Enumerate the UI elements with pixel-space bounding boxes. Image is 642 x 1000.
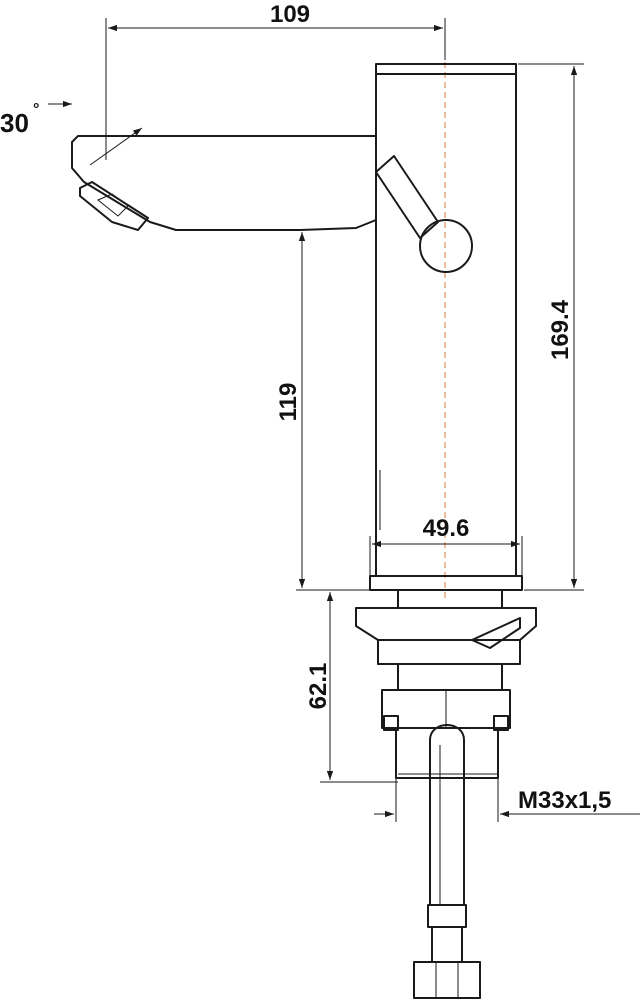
angle-unit-label: °	[33, 101, 39, 118]
mount-depth-label: 62.1	[305, 663, 332, 710]
hose-crimp	[427, 904, 467, 928]
spout-height-label: 119	[275, 383, 302, 422]
angle-leader-arc	[89, 127, 143, 166]
spout	[71, 135, 377, 231]
dimension-angle: 30 °	[0, 100, 143, 166]
faucet-body	[369, 62, 523, 600]
dimension-total-height: 169.4	[518, 63, 584, 591]
reach-label: 109	[270, 1, 310, 28]
supply-hose	[413, 724, 481, 999]
lever-knob	[419, 219, 473, 273]
dimension-mount-depth: 62.1	[305, 589, 398, 783]
angle-label: 30	[0, 108, 29, 138]
aerator	[79, 181, 149, 231]
spout-outline	[71, 135, 377, 231]
body-diameter-label: 49.6	[423, 515, 470, 542]
dimension-body-diameter: 49.6	[369, 515, 523, 576]
mount-clamp	[377, 639, 521, 665]
total-height-label: 169.4	[547, 299, 574, 360]
dimension-spout-height: 119	[275, 229, 370, 591]
mount-screw-right	[493, 715, 509, 731]
mount-nut-upper	[397, 663, 503, 691]
mount-upper-ring	[397, 589, 503, 609]
mount-thread	[395, 727, 499, 779]
mount-screw-left	[383, 715, 399, 731]
hose-fitting	[413, 961, 481, 999]
mounting-assembly	[355, 589, 537, 779]
dimension-reach: 109	[105, 1, 446, 160]
lever-handle	[375, 155, 473, 273]
mount-bracket	[471, 617, 521, 649]
aerator-inner	[97, 193, 129, 217]
hose-bend	[429, 724, 465, 906]
thread-label: M33x1,5	[518, 787, 611, 814]
dimension-thread: M33x1,5	[374, 778, 640, 822]
body-cylinder	[375, 63, 517, 577]
hose-tail	[431, 926, 463, 963]
base-ring	[369, 575, 523, 591]
